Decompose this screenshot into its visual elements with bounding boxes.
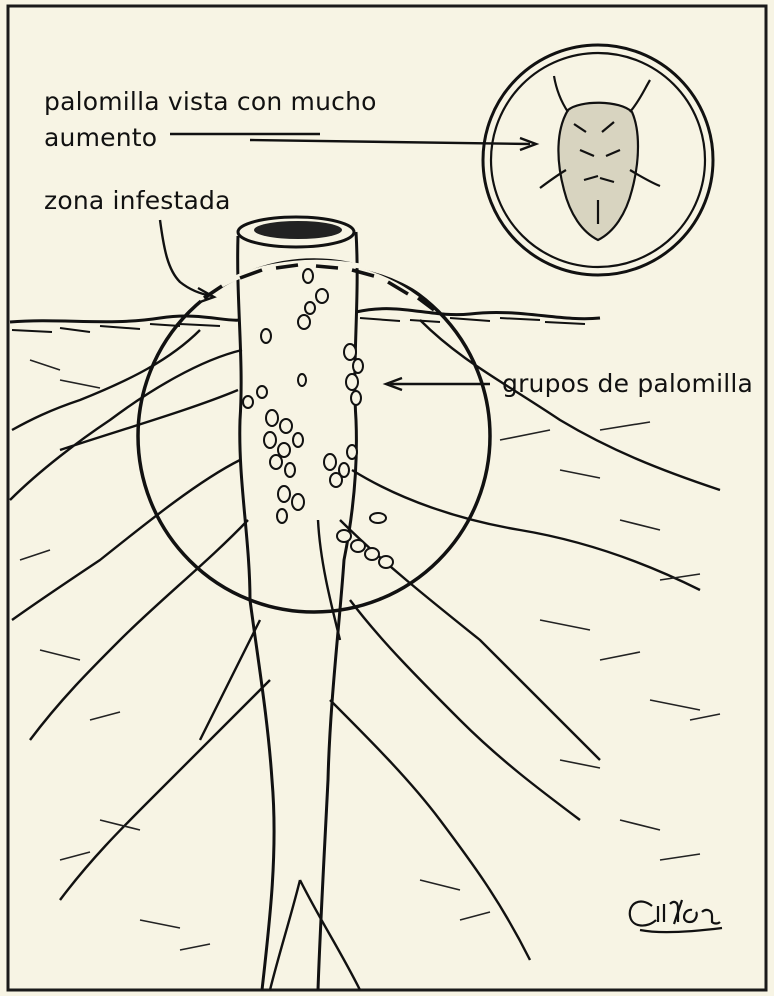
magnified-mealybug xyxy=(540,76,660,240)
stump-cut xyxy=(254,221,342,239)
leader-magnified xyxy=(170,134,530,144)
label-mealybug-groups: grupos de palomilla xyxy=(502,370,753,398)
label-magnified-view-line1: palomilla vista con mucho xyxy=(44,88,377,116)
roots xyxy=(10,320,720,990)
label-infested-zone: zona infestada xyxy=(44,187,231,215)
artist-signature xyxy=(630,900,722,932)
leader-infested xyxy=(160,220,212,296)
outer-frame xyxy=(8,6,766,990)
label-magnified-view-line2: aumento xyxy=(44,124,157,152)
